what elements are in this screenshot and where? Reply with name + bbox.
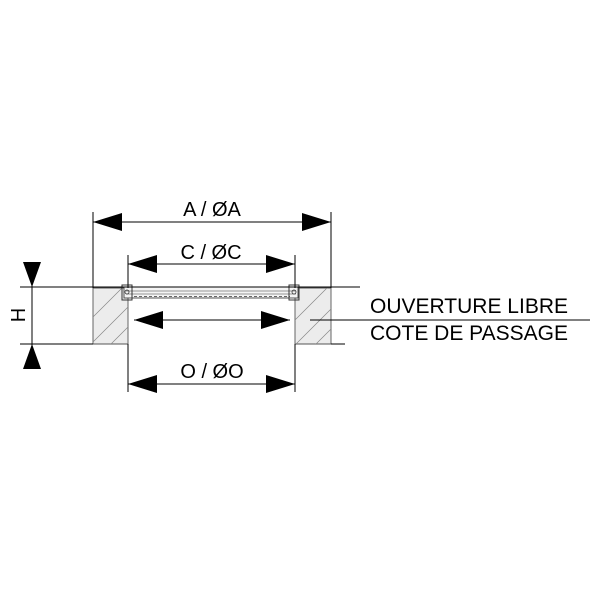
- dimension-o-label: O / ØO: [180, 361, 243, 383]
- arrow-left-icon: [128, 375, 157, 393]
- dimension-a: A / ØA: [93, 199, 331, 231]
- reference-lines: [20, 286, 590, 345]
- arrow-up-icon: [23, 344, 41, 369]
- dimension-o: O / ØO: [128, 361, 295, 393]
- dimension-h: H: [8, 262, 41, 369]
- arrow-right-icon: [266, 375, 295, 393]
- arrow-down-icon: [23, 262, 41, 287]
- opening-note: OUVERTURE LIBRE COTE DE PASSAGE: [370, 295, 568, 345]
- arrow-left-icon: [93, 213, 122, 231]
- arrow-right-icon: [302, 213, 331, 231]
- arrow-right-icon: [261, 311, 290, 329]
- clear-opening-dimension: [134, 311, 290, 329]
- dimension-c-label: C / ØC: [180, 242, 241, 264]
- dimension-a-label: A / ØA: [183, 199, 241, 221]
- arrow-left-icon: [134, 311, 163, 329]
- extension-lines: [92, 212, 332, 392]
- note-line-1: OUVERTURE LIBRE: [370, 295, 568, 318]
- note-line-2: COTE DE PASSAGE: [370, 322, 568, 345]
- dimension-h-label: H: [8, 308, 30, 322]
- arrow-left-icon: [128, 255, 157, 273]
- arrow-right-icon: [266, 255, 295, 273]
- dimension-c: C / ØC: [128, 242, 295, 273]
